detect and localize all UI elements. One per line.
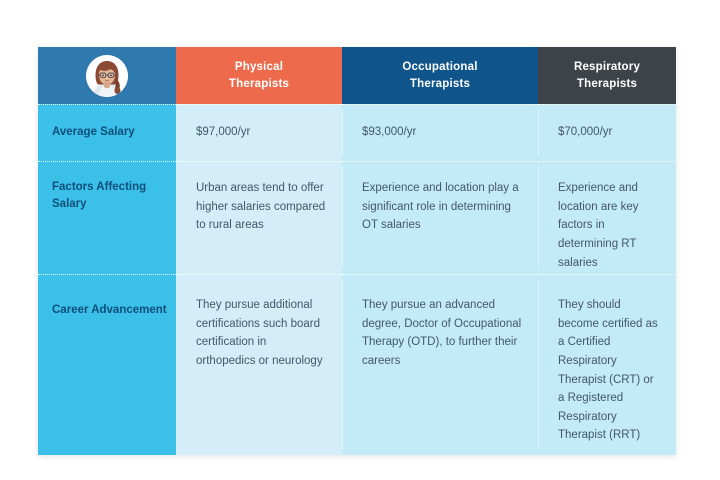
cell-text: Urban areas tend to offer higher salarie… bbox=[196, 182, 326, 232]
cell-text: Experience and location are key factors … bbox=[558, 182, 639, 269]
cell-text: They pursue additional certifications su… bbox=[196, 299, 323, 367]
header-line-2: Therapists bbox=[409, 77, 471, 90]
table-header-avatar-cell bbox=[38, 47, 176, 104]
cell-text: $97,000/yr bbox=[196, 126, 251, 139]
cell-text: $93,000/yr bbox=[362, 126, 417, 139]
row-label-text: Average Salary bbox=[52, 125, 135, 138]
table-header-physical-therapists: Physical Therapists bbox=[176, 47, 342, 104]
header-line-1: Respiratory bbox=[573, 60, 641, 73]
cell-text: Experience and location play a significa… bbox=[362, 182, 519, 232]
table-header-occupational-therapists: Occupational Therapists bbox=[342, 47, 538, 104]
cell-text: They pursue an advanced degree, Doctor o… bbox=[362, 299, 522, 367]
cell-career-respiratory: They should become certified as a Certif… bbox=[538, 274, 676, 455]
table-header-respiratory-therapists: Respiratory Therapists bbox=[538, 47, 676, 104]
header-label: Physical Therapists bbox=[229, 59, 289, 92]
therapist-comparison-table: Physical Therapists Occupational Therapi… bbox=[38, 47, 676, 455]
cell-average-salary-respiratory: $70,000/yr bbox=[538, 104, 676, 161]
row-label-text: Career Advancement bbox=[52, 304, 167, 316]
header-line-1: Occupational bbox=[402, 60, 478, 73]
cell-factors-physical: Urban areas tend to offer higher salarie… bbox=[176, 161, 342, 274]
cell-factors-occupational: Experience and location play a significa… bbox=[342, 161, 538, 274]
cell-average-salary-physical: $97,000/yr bbox=[176, 104, 342, 161]
header-label: Occupational Therapists bbox=[402, 59, 477, 92]
cell-average-salary-occupational: $93,000/yr bbox=[342, 104, 538, 161]
cell-career-occupational: They pursue an advanced degree, Doctor o… bbox=[342, 274, 538, 455]
row-label-factors-affecting-salary: Factors Affecting Salary bbox=[38, 161, 176, 274]
header-label: Respiratory Therapists bbox=[574, 59, 640, 92]
cell-text: They should become certified as a Certif… bbox=[558, 299, 658, 442]
avatar-woman-glasses-icon bbox=[86, 54, 128, 97]
cell-factors-respiratory: Experience and location are key factors … bbox=[538, 161, 676, 274]
row-label-average-salary: Average Salary bbox=[38, 104, 176, 161]
cell-career-physical: They pursue additional certifications su… bbox=[176, 274, 342, 455]
row-label-career-advancement: Career Advancement bbox=[38, 274, 176, 455]
header-line-1: Physical bbox=[234, 60, 284, 73]
header-line-2: Therapists bbox=[576, 77, 638, 90]
cell-text: $70,000/yr bbox=[558, 126, 613, 139]
header-line-2: Therapists bbox=[228, 77, 290, 90]
row-label-text: Factors Affecting Salary bbox=[52, 181, 147, 211]
